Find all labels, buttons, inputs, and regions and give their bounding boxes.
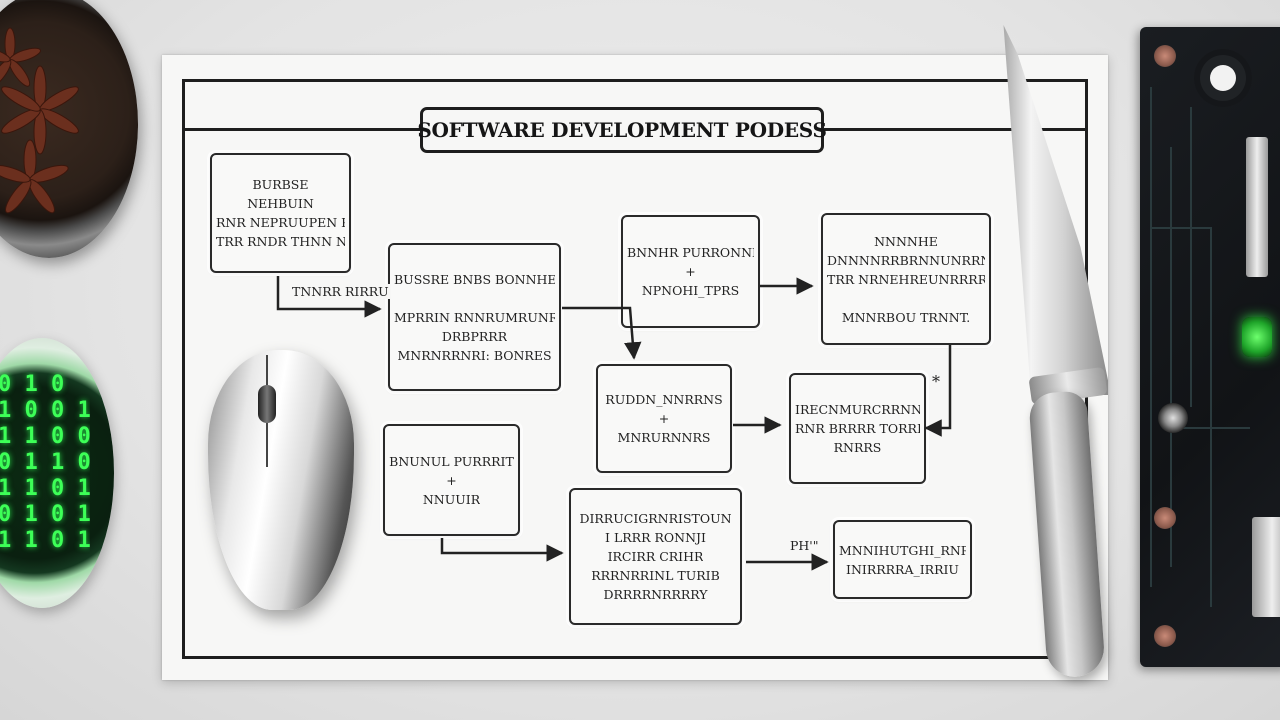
- box-text-line: RNR NEPRUUPEN R: [216, 215, 345, 230]
- box-text-line: BNUNUL PURRRIT: [389, 453, 514, 469]
- box-text-line: NNUUIR: [422, 491, 481, 507]
- connector-label-1: TNNRR RIRRU: [290, 284, 391, 299]
- box-text-line: DRRRRNRRRRY: [603, 587, 708, 602]
- box-text-line: RRRNRRINL TURIB: [591, 568, 720, 583]
- box-text-line: +: [658, 411, 670, 426]
- process-box-5: RUDDN_NNRRNS + MNRURNNRS: [596, 364, 732, 473]
- box-text-line: NNNNHE: [874, 233, 938, 249]
- box-text-line: MNRNRRNRI: BONRES: [397, 347, 552, 363]
- box-text-line: BURBSE: [252, 177, 309, 192]
- box-text-line: RUDDN_NNRRNS: [605, 392, 723, 407]
- box-text-line: TRR RNDR THNN NH: [216, 234, 345, 249]
- process-box-4: NNNNHE DNNNNRRBRNNUNRRNN TRR NRNEHREUNRRRR…: [821, 213, 991, 345]
- box-text-line: DNNNNRRBRNNUNRRNN: [827, 252, 985, 268]
- process-box-2: BUSSRE BNBS BONNHE MPRRIN RNNRUMRUNRE DRB…: [388, 243, 561, 391]
- box-text-line: IRCIRR CRIHR: [607, 549, 704, 564]
- box-text-line: NPNOHI_TPRS: [641, 283, 740, 298]
- binary-dish: [0, 338, 114, 608]
- binary-code-display: 0 1 0 1 0 0 1 1 1 0 0 0 1 1 0 1 1 0 1 0 …: [0, 372, 90, 553]
- box-text-line: MPRRIN RNNRUMRUNRE: [394, 309, 555, 325]
- box-text-line: DIRRUCIGRNRISTOUN: [579, 511, 732, 526]
- box-text-line: +: [446, 472, 457, 488]
- spice-bowl: [0, 0, 138, 258]
- box-text-line: RNR BRRRR TORRRNND: [795, 421, 920, 436]
- computer-mouse: [208, 350, 354, 610]
- box-text-line: [473, 289, 477, 308]
- box-text-line: MNNRBOU TRNNT.: [841, 309, 971, 325]
- connector-label-3: PH'": [790, 538, 819, 553]
- box-text-line: MNRURNNRS: [617, 430, 711, 445]
- circuit-board: [1140, 27, 1280, 667]
- process-box-3: BNNHR PURRONNRCCD + NPNOHI_TPRS: [621, 215, 760, 328]
- process-box-1: BURBSE NEHBUIN RNR NEPRUUPEN R TRR RNDR THN…: [210, 153, 351, 273]
- box-text-line: TRR NRNEHREUNRRRR: [827, 271, 985, 287]
- process-box-6: IRECNMURCRRNND RNR BRRRR TORRRNND RNRRS: [789, 373, 926, 484]
- box-text-line: BUSSRE BNBS BONNHE: [394, 271, 555, 287]
- mouse-scroll-wheel: [258, 385, 276, 423]
- process-box-8: DIRRUCIGRNRISTOUN I LRRR RONNJI IRCIRR CRI…: [569, 488, 742, 625]
- box-text-line: DRBPRRR: [441, 328, 508, 344]
- box-text-line: IRECNMURCRRNND: [795, 402, 920, 417]
- box-text-line: INIRRRRA_IRRIU: [846, 561, 959, 577]
- box-text-line: +: [685, 264, 696, 279]
- connector-label-2: *: [932, 372, 940, 391]
- box-text-line: NEHBUIN: [247, 196, 314, 211]
- box-text-line: BNNHR PURRONNRCCD: [627, 245, 754, 260]
- box-text-line: I LRRR RONNJI: [605, 530, 706, 545]
- process-box-7: BNUNUL PURRRIT + NNUUIR: [383, 424, 520, 536]
- led-light: [1242, 317, 1272, 357]
- box-text-line: RNRRS: [833, 440, 882, 455]
- box-text-line: MNNIHUTGHI_RNRRY: [839, 542, 966, 558]
- process-box-9: MNNIHUTGHI_RNRRY INIRRRRA_IRRIU: [833, 520, 972, 599]
- box-text-line: [904, 289, 908, 308]
- diagram-title: SOFTWARE DEVELOPMENT PODESS: [417, 107, 827, 153]
- star-anise-icon: [0, 27, 79, 214]
